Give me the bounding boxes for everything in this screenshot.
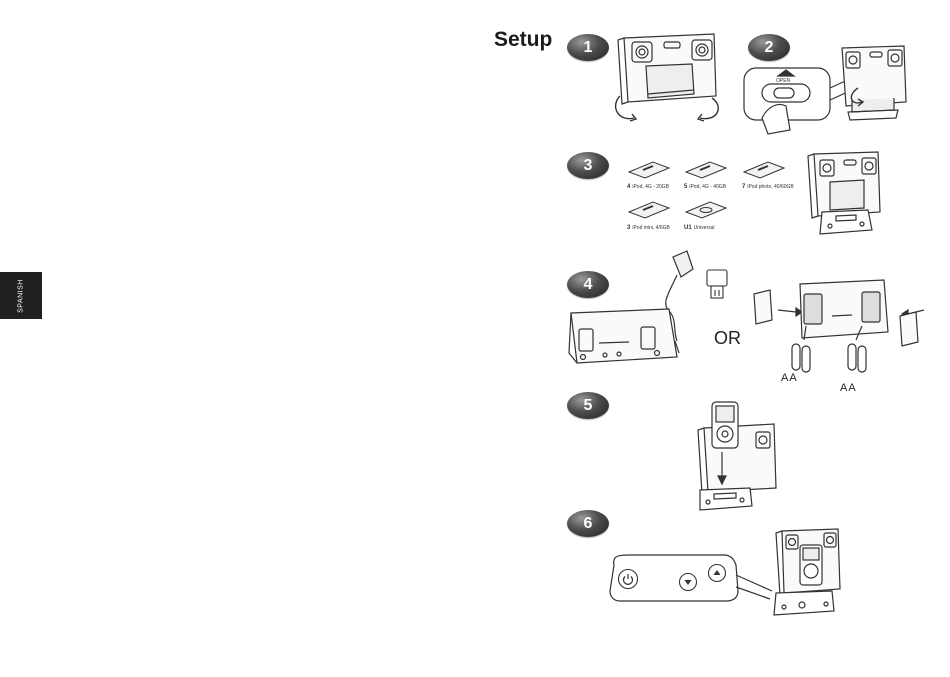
dock-insert-3-icon — [625, 200, 675, 222]
or-label: OR — [714, 328, 741, 349]
step2-illustration: OPEN — [738, 40, 918, 140]
step-badge-6: 6 — [567, 510, 609, 537]
step5-illustration — [690, 398, 785, 516]
dock-insert-7-icon — [740, 160, 790, 182]
dock-insert-4-icon — [625, 160, 675, 182]
dock-insert-5-icon — [682, 160, 732, 182]
battery-label-right: AA — [840, 382, 857, 394]
page-title: Setup — [494, 28, 552, 52]
open-switch-label: OPEN — [776, 78, 791, 84]
step3-unit-illustration — [800, 150, 890, 242]
step-badge-3: 3 — [567, 152, 609, 179]
language-tab-label: SPANISH — [18, 279, 25, 313]
language-tab: SPANISH — [0, 272, 42, 319]
step4-adapter-illustration — [565, 245, 710, 380]
step4-battery-illustration — [748, 272, 938, 387]
power-plug-icon — [703, 268, 733, 304]
step-badge-5: 5 — [567, 392, 609, 419]
dock-insert-u1-icon — [682, 200, 732, 222]
volume-down-button-icon — [678, 572, 698, 592]
power-button-icon — [617, 568, 639, 590]
volume-up-button-icon — [707, 563, 727, 583]
step1-illustration — [600, 30, 730, 130]
battery-label-left: AA — [781, 372, 798, 384]
